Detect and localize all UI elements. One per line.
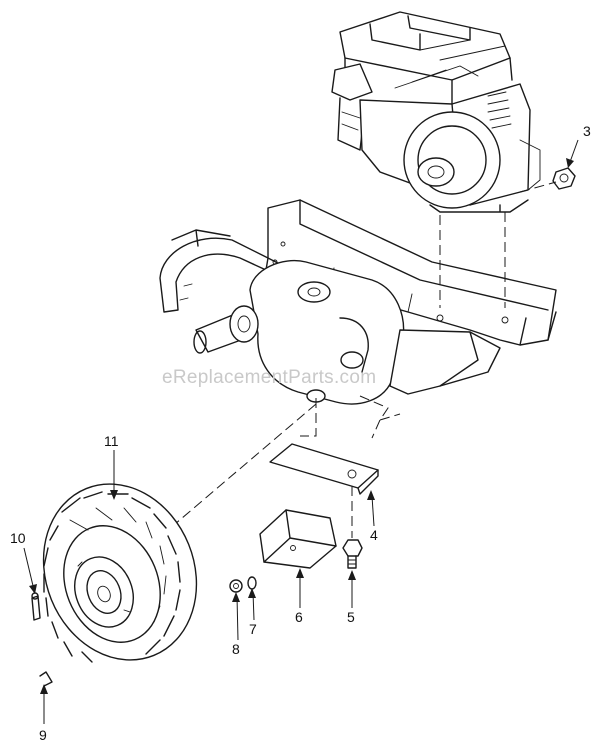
callout-11: 11 (104, 433, 119, 449)
callout-3: 3 (583, 123, 591, 139)
part-5-bolt (342, 539, 363, 569)
callout-4: 4 (370, 527, 378, 543)
part-4-plate (269, 443, 379, 495)
leader-lines (23, 450, 375, 724)
part-11-wheel-tire (42, 483, 198, 663)
part-10-pin (31, 592, 41, 621)
callout-8: 8 (232, 641, 240, 657)
callout-9: 9 (39, 727, 47, 743)
part-6-block (259, 509, 337, 569)
leader-line-3 (569, 139, 579, 163)
watermark-text: eReplacementParts.com (162, 367, 376, 388)
assembly-line-wheel (167, 403, 317, 531)
frame-transmission (193, 199, 557, 405)
assembly-line-3 (519, 181, 557, 193)
callout-5: 5 (347, 609, 355, 625)
assembly-line-4 (300, 395, 401, 439)
callout-6: 6 (295, 609, 303, 625)
callout-10: 10 (10, 530, 26, 546)
tine-shield (159, 229, 269, 313)
part-3-nut (552, 167, 576, 190)
engine-assembly (331, 11, 541, 213)
part-8-nut (229, 579, 243, 593)
callout-7: 7 (249, 621, 257, 637)
part-7-washer (247, 576, 257, 590)
part-9-clip (39, 671, 53, 687)
